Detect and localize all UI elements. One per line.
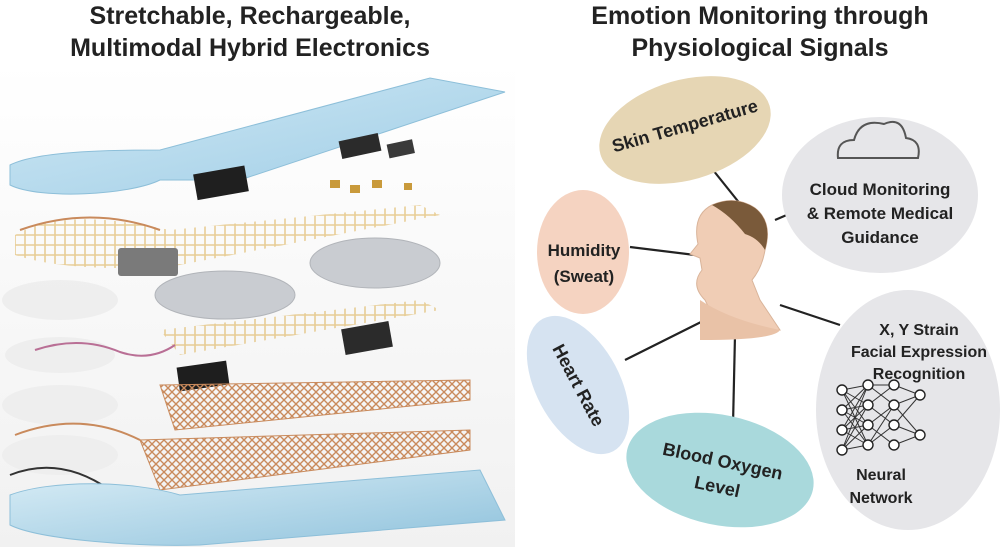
neural-network-icon [836, 379, 926, 456]
right-panel-title: Emotion Monitoring through Physiological… [520, 0, 1000, 64]
skin-temperature-node [599, 76, 771, 184]
neural-label-line-2: Network [849, 490, 913, 507]
connector-humidity [629, 245, 696, 257]
cloud-label-line-1: Cloud Monitoring [809, 180, 951, 199]
strain-label-line-1: X, Y Strain [879, 322, 959, 339]
heart-rate-node [526, 315, 630, 455]
wireless-charging-coils [9, 379, 471, 491]
cloud-node [782, 117, 978, 273]
cloud-monitoring-label: Cloud Monitoring & Remote Medical Guidan… [800, 178, 960, 250]
human-head-icon [689, 200, 781, 340]
cloud-icon [836, 120, 920, 159]
layer-trays [2, 280, 118, 475]
exploded-device-illustration [0, 62, 515, 547]
battery-module [118, 248, 178, 276]
left-title-line-1: Stretchable, Rechargeable, [89, 2, 411, 30]
humidity-label-line-1: Humidity [547, 241, 621, 260]
strain-label-line-3: Recognition [872, 366, 966, 383]
neural-label-line-1: Neural [856, 467, 906, 484]
humidity-label: Humidity (Sweat) [538, 238, 630, 290]
strain-node [816, 290, 1000, 530]
top-components [193, 133, 415, 201]
cloud-label-line-3: Guidance [841, 228, 919, 247]
connector-heart-rate [624, 319, 706, 361]
circuit-layer-1 [15, 205, 440, 276]
bottom-encapsulation-layer [9, 469, 506, 546]
strain-label-line-2: Facial Expression [850, 344, 988, 361]
signal-nodes [526, 76, 1000, 530]
humidity-label-line-2: (Sweat) [553, 267, 615, 286]
substrate-disks [154, 237, 441, 320]
neural-network-label: Neural Network [836, 464, 926, 510]
circuit-layer-2 [34, 300, 440, 357]
connector-blood-oxygen [731, 334, 737, 426]
left-title-line-2: Multimodal Hybrid Electronics [70, 34, 430, 62]
humidity-node [537, 190, 629, 314]
right-title-line-2: Physiological Signals [631, 34, 889, 62]
blood-oxygen-node [626, 412, 814, 528]
cloud-label-line-2: & Remote Medical [806, 204, 954, 223]
right-title-line-1: Emotion Monitoring through [591, 2, 929, 30]
left-panel-title: Stretchable, Rechargeable, Multimodal Hy… [0, 0, 500, 64]
connector-strain [779, 303, 841, 327]
strain-label: X, Y Strain Facial Expression Recognitio… [838, 320, 1000, 386]
